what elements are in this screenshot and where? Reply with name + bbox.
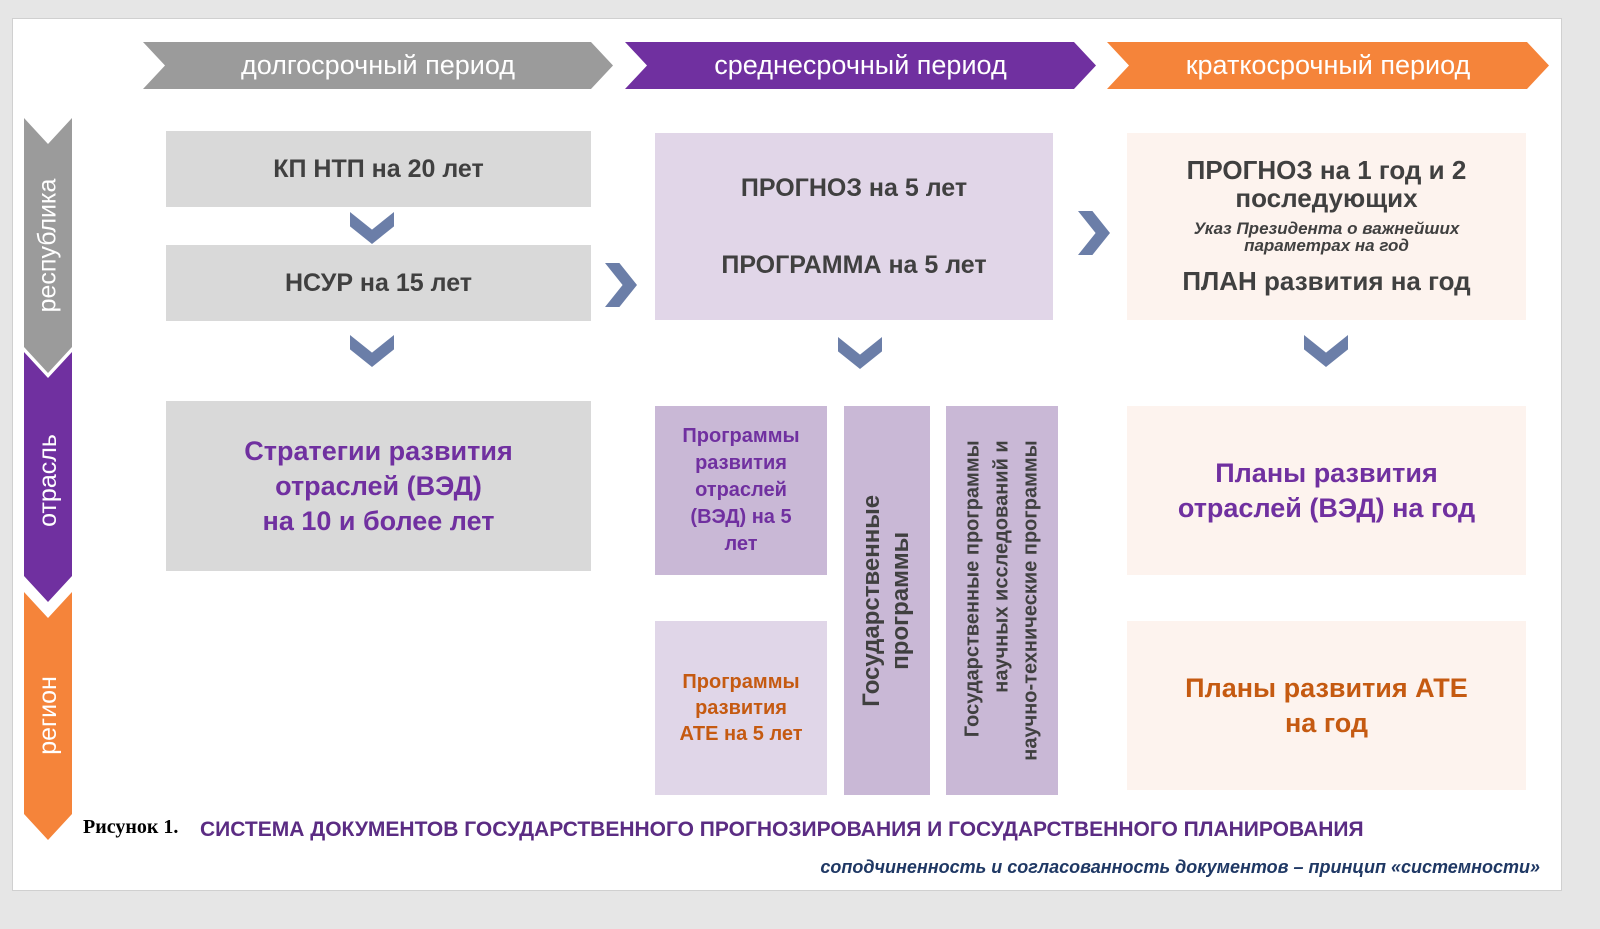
- box-short-forecast: ПРОГНОЗ на 1 год и 2 последующих Указ Пр…: [1127, 133, 1526, 320]
- level-text: республика: [33, 178, 62, 312]
- period-long-term: долгосрочный период: [143, 42, 613, 89]
- box-ate-programs: Программы развития АТЕ на 5 лет: [655, 621, 827, 795]
- period-label: краткосрочный период: [1185, 50, 1471, 80]
- box-text: научных исследований и: [990, 440, 1013, 693]
- level-arrow-region: [24, 592, 72, 840]
- box-forecast-5: ПРОГНОЗ на 5 лет ПРОГРАММА на 5 лет: [655, 133, 1053, 320]
- box-text: Стратегии развития: [244, 435, 513, 466]
- box-text: ПРОГНОЗ на 1 год и 2: [1186, 155, 1467, 185]
- box-text: Программы: [682, 425, 800, 447]
- box-strategies: Стратегии развития отраслей (ВЭД) на 10 …: [166, 401, 591, 571]
- box-text: лет: [724, 533, 758, 555]
- decree-text: Указ Президента о важнейших: [1193, 219, 1460, 238]
- box-text: научно-технические программы: [1019, 440, 1042, 761]
- box-text: Государственные: [858, 494, 886, 707]
- box-text: Планы развития АТЕ: [1185, 672, 1468, 703]
- level-text: регион: [33, 675, 62, 755]
- box-text: ПРОГНОЗ на 5 лет: [740, 173, 968, 202]
- box-nsur: НСУР на 15 лет: [166, 245, 591, 321]
- period-label: долгосрочный период: [240, 50, 516, 80]
- box-text: ПЛАН развития на год: [1182, 266, 1471, 296]
- box-text: отраслей (ВЭД): [275, 470, 482, 501]
- level-arrow-republic: [24, 118, 72, 373]
- figure-subtitle: соподчиненность и согласованность докуме…: [820, 857, 1540, 877]
- box-kp-ntp: КП НТП на 20 лет: [166, 131, 591, 207]
- level-label-region: регион: [24, 615, 72, 815]
- box-text: Государственные программы: [961, 440, 984, 738]
- decree-text: параметрах на год: [1244, 236, 1409, 255]
- box-ate-plans: Планы развития АТЕ на год: [1127, 621, 1526, 790]
- box-sector-programs: Программы развития отраслей (ВЭД) на 5 л…: [655, 406, 827, 575]
- box-text: НСУР на 15 лет: [284, 268, 473, 297]
- box-text: Программы: [682, 671, 800, 693]
- box-text: отраслей (ВЭД) на год: [1177, 492, 1476, 523]
- box-text: АТЕ на 5 лет: [679, 723, 803, 745]
- box-text: программы: [887, 531, 915, 670]
- figure-label: Рисунок 1.: [83, 816, 179, 838]
- box-text: (ВЭД) на 5: [690, 506, 792, 528]
- figure-title: СИСТЕМА ДОКУМЕНТОВ ГОСУДАРСТВЕННОГО ПРОГ…: [200, 818, 1364, 841]
- box-text: ПРОГРАММА на 5 лет: [721, 250, 987, 279]
- level-text: отрасль: [33, 433, 62, 527]
- box-text: развития: [695, 452, 787, 474]
- box-text: КП НТП на 20 лет: [273, 154, 484, 183]
- level-label-sector: отрасль: [24, 375, 72, 585]
- box-text: Планы развития: [1215, 457, 1438, 488]
- period-short-term: краткосрочный период: [1107, 42, 1549, 89]
- box-text: на 10 и более лет: [262, 505, 495, 536]
- period-label: среднесрочный период: [714, 50, 1007, 80]
- box-text: развития: [695, 697, 787, 719]
- box-text: последующих: [1235, 183, 1418, 213]
- box-text: отраслей: [695, 479, 787, 501]
- box-sector-plans: Планы развития отраслей (ВЭД) на год: [1127, 406, 1526, 575]
- level-label-republic: республика: [24, 140, 72, 350]
- box-sci-programs: Государственные программы научных исследо…: [946, 406, 1058, 795]
- level-arrow-sector: [24, 352, 72, 602]
- period-mid-term: среднесрочный период: [625, 42, 1096, 89]
- box-text: на год: [1285, 707, 1368, 738]
